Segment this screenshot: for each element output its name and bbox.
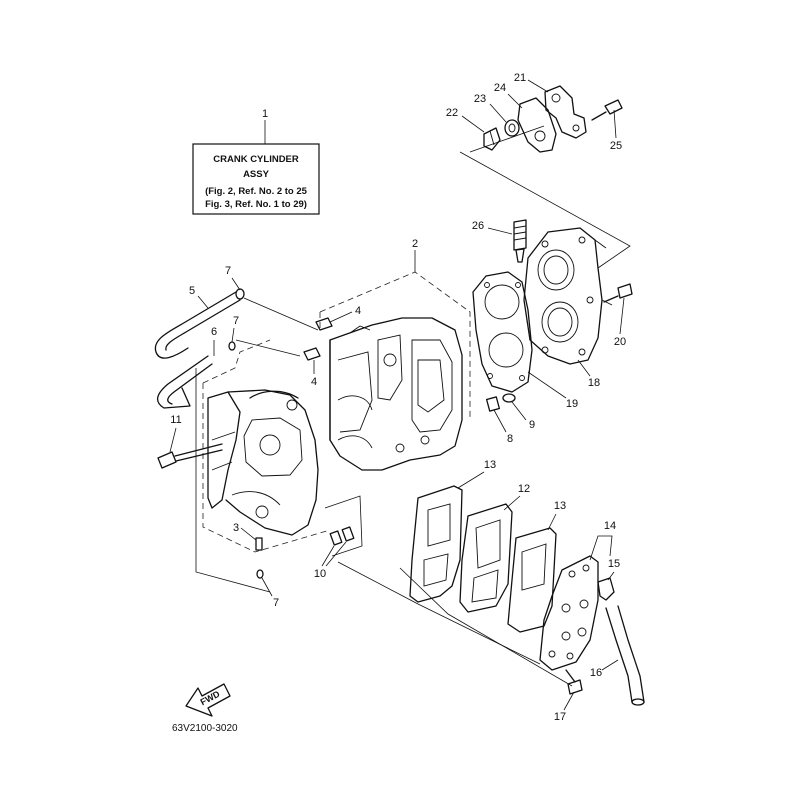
callout-26: 26 xyxy=(472,220,484,232)
nipple-4 xyxy=(303,317,333,361)
callout-1: 1 xyxy=(262,108,268,120)
assembly-dashed-outline xyxy=(202,271,471,553)
callout-12: 12 xyxy=(518,483,530,495)
title-line-4: Fig. 3, Ref. No. 1 to 29) xyxy=(205,199,307,210)
assembly-title-box: CRANK CYLINDER ASSY (Fig. 2, Ref. No. 2 … xyxy=(192,143,320,215)
callout-14: 14 xyxy=(604,520,616,532)
head-gasket-part xyxy=(472,271,533,393)
callout-21: 21 xyxy=(514,72,526,84)
callout-19: 19 xyxy=(566,398,578,410)
callout-17: 17 xyxy=(554,711,566,723)
callout-13a: 13 xyxy=(484,459,496,471)
elbow-15 xyxy=(597,577,615,601)
callout-20: 20 xyxy=(614,336,626,348)
callout-8: 8 xyxy=(507,433,513,445)
clip-7 xyxy=(228,288,264,579)
cylinder-block-part xyxy=(329,317,463,471)
fwd-arrow-icon: FWD xyxy=(185,683,231,717)
callout-4b: 4 xyxy=(311,376,317,388)
assembly-lines xyxy=(195,125,631,687)
callout-25: 25 xyxy=(610,140,622,152)
callout-4a: 4 xyxy=(355,305,361,317)
callout-3: 3 xyxy=(233,522,239,534)
thermostat-gasket-part xyxy=(517,97,557,153)
callout-5: 5 xyxy=(189,285,195,297)
bolt-25 xyxy=(591,99,623,121)
fitting-9 xyxy=(502,393,516,403)
drawing-code: 63V2100-3020 xyxy=(172,723,238,734)
exhaust-cover-12 xyxy=(459,503,513,613)
outer-cover-14 xyxy=(539,555,599,671)
callout-11: 11 xyxy=(170,414,181,426)
bolt-11 xyxy=(157,443,223,469)
callout-2: 2 xyxy=(412,238,418,250)
callout-10: 10 xyxy=(314,568,326,580)
hose-16 xyxy=(605,605,645,706)
title-line-3: (Fig. 2, Ref. No. 2 to 25 xyxy=(205,186,308,197)
anode-part xyxy=(483,127,501,151)
callout-9: 9 xyxy=(529,419,535,431)
callout-6: 6 xyxy=(211,326,217,338)
bolt-20 xyxy=(603,283,633,303)
hose-5 xyxy=(154,291,241,359)
title-line-1: CRANK CYLINDER xyxy=(213,154,299,165)
cylinder-head-part xyxy=(523,227,613,365)
callout-23: 23 xyxy=(474,93,486,105)
fwd-label: FWD xyxy=(199,689,222,708)
thermostat-cover-part xyxy=(544,85,587,139)
callouts: 1 2 3 4 4 5 6 7 7 7 8 9 10 11 12 13 13 1… xyxy=(169,72,626,723)
thermostat-part xyxy=(504,119,520,137)
fitting-8 xyxy=(485,396,501,412)
callout-18: 18 xyxy=(588,377,600,389)
callout-24: 24 xyxy=(494,82,506,94)
callout-13b: 13 xyxy=(554,500,566,512)
callout-7a: 7 xyxy=(225,265,231,277)
hose-6 xyxy=(157,355,213,409)
spark-plug-part xyxy=(513,219,527,263)
callout-16: 16 xyxy=(590,667,602,679)
title-line-2: ASSY xyxy=(243,169,270,180)
dowel-10 xyxy=(329,526,355,546)
bolt-17 xyxy=(565,669,583,695)
callout-22: 22 xyxy=(446,107,458,119)
crankcase-part xyxy=(207,389,319,536)
callout-15: 15 xyxy=(608,558,620,570)
gasket-13-right xyxy=(507,527,557,633)
callout-7c: 7 xyxy=(273,597,279,609)
callout-7b: 7 xyxy=(233,315,239,327)
dowel-3 xyxy=(255,537,263,551)
